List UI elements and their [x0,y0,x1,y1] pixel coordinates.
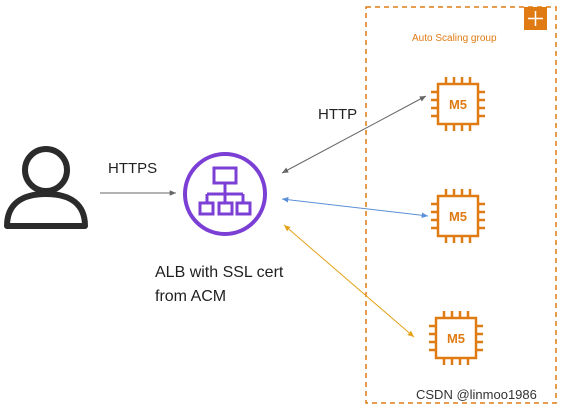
ec2-instance-icon: M5 [429,311,483,365]
alb-caption-line2: from ACM [155,288,227,305]
auto-scaling-icon [524,7,547,30]
user-icon [4,146,88,229]
http-arrow-instance-2 [281,196,429,219]
http-arrow-instance-3 [283,224,415,338]
ec2-instance-icon: M5 [431,189,485,243]
http-label: HTTP [318,106,358,123]
ec2-instance-icon: M5 [431,77,485,131]
instance-label: M5 [449,209,467,224]
http-arrow-instance-1 [281,95,427,174]
https-label: HTTPS [108,160,158,177]
instance-label: M5 [449,97,467,112]
auto-scaling-group-label: Auto Scaling group [412,33,497,44]
instance-label: M5 [447,331,465,346]
watermark: CSDN @linmoo1986 [416,387,537,402]
alb-caption-line1: ALB with SSL cert [155,264,284,281]
alb-caption: ALB with SSL cert from ACM [155,261,283,309]
load-balancer-icon [183,152,267,236]
